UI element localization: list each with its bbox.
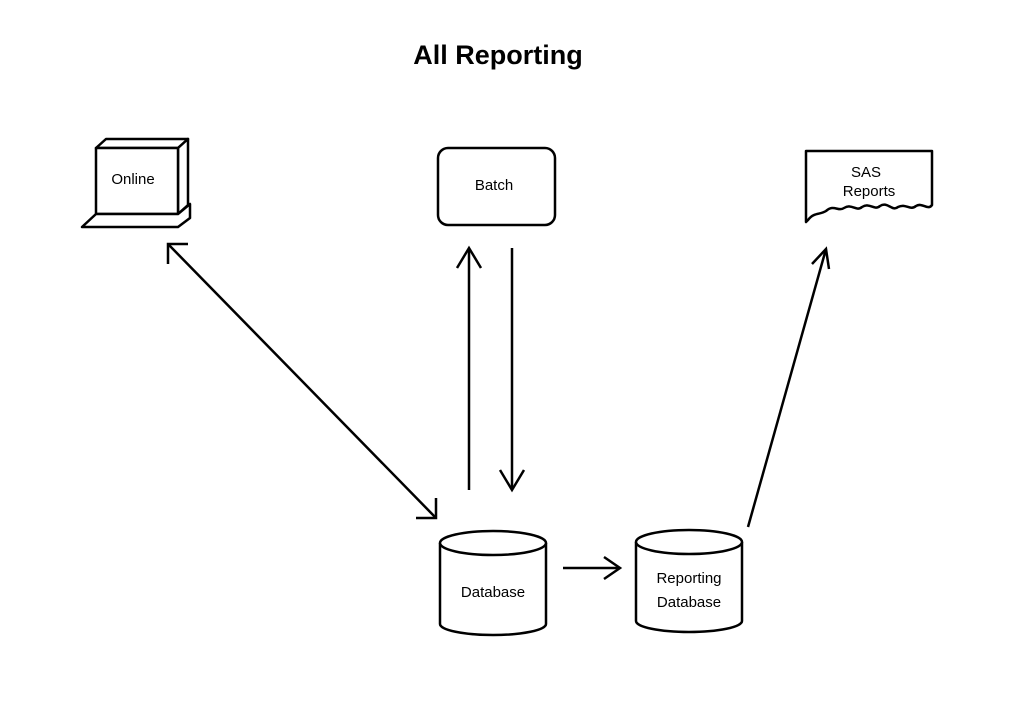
reporting-database-node: Reporting Database <box>634 528 744 634</box>
computer-terminal-icon <box>80 137 192 229</box>
edge-reporting-database-to-sas-reports <box>746 246 831 528</box>
edge-online-database <box>166 242 438 520</box>
database-cylinder-icon <box>438 529 548 637</box>
batch-label: Batch <box>475 177 513 194</box>
sas-reports-node: SAS Reports <box>804 149 934 224</box>
database-label: Database <box>461 584 525 601</box>
reporting-database-label-line1: Reporting <box>656 570 721 587</box>
document-icon <box>804 149 934 224</box>
reporting-database-label-line2: Database <box>657 594 721 611</box>
reporting-database-cylinder-icon <box>634 528 744 634</box>
edge-database-to-batch <box>455 245 483 490</box>
batch-box <box>436 146 557 227</box>
batch-node: Batch <box>436 146 557 227</box>
database-node: Database <box>438 529 548 637</box>
edge-database-to-reporting-database <box>563 555 623 581</box>
sas-reports-label-line1: SAS <box>851 164 881 181</box>
diagram-title: All Reporting <box>413 40 583 70</box>
sas-reports-label-line2: Reports <box>843 183 896 200</box>
online-label: Online <box>111 171 154 188</box>
edge-batch-to-database <box>498 248 526 493</box>
online-node: Online <box>80 137 192 229</box>
